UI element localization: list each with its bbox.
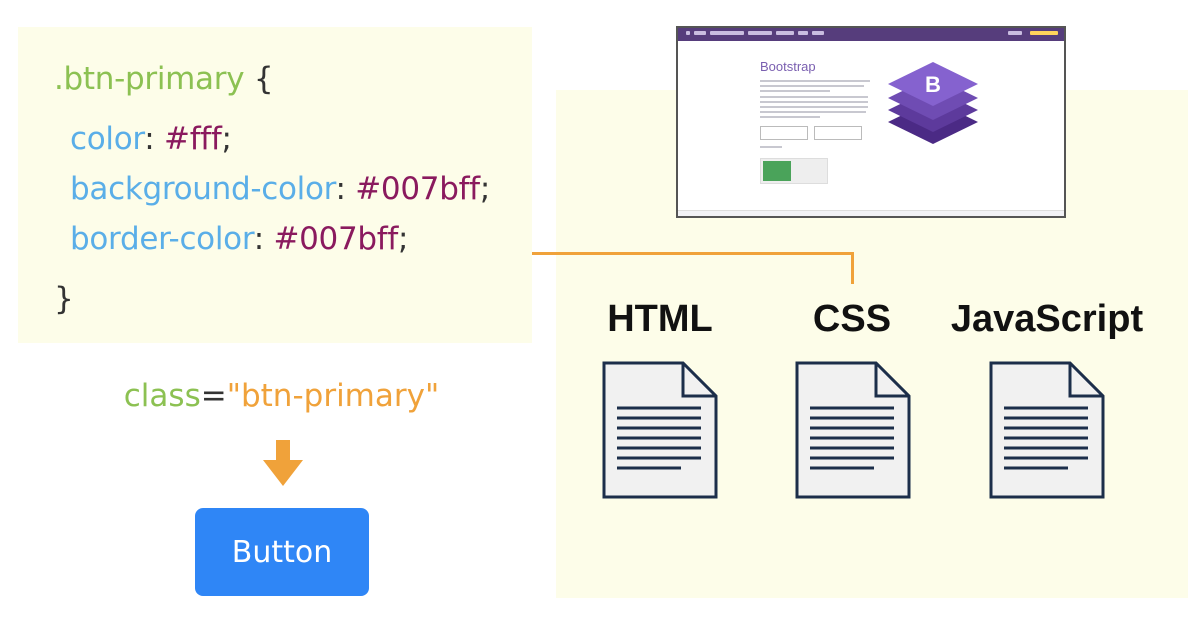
code-line-rule: color: #fff; [70,121,232,157]
code-line-selector: .btn-primary { [54,61,274,97]
class-value: "btn-primary" [226,378,440,414]
html-document-icon [602,361,718,499]
class-keyword: class [123,378,201,414]
code-line-rule: border-color: #007bff; [70,221,408,257]
file-label-javascript: JavaScript [950,298,1144,340]
site-download-button [814,126,862,140]
primary-button[interactable]: Button [195,508,369,596]
connector-line [532,252,854,255]
colon: : [253,221,264,257]
css-property: background-color [70,171,336,207]
site-get-started-button [760,126,808,140]
css-code-panel: .btn-primary { color: #fff; background-c… [18,27,532,343]
class-attribute: class="btn-primary" [0,378,563,414]
css-document-icon [795,361,911,499]
site-title: Bootstrap [760,59,816,74]
bootstrap-logo-icon: B [888,62,978,144]
css-property: color [70,121,145,157]
javascript-document-icon [989,361,1105,499]
code-line-rule: background-color: #007bff; [70,171,490,207]
connector-line-vertical [851,252,854,284]
colon: : [335,171,346,207]
logo-letter: B [925,72,941,97]
semicolon: ; [398,221,409,257]
colon: : [144,121,155,157]
css-property: border-color [70,221,254,257]
css-value: #fff [164,121,222,157]
css-value: #007bff [355,171,480,207]
css-selector: .btn-primary [54,61,245,97]
semicolon: ; [221,121,232,157]
semicolon: ; [479,171,490,207]
site-navbar [678,28,1064,41]
file-label-css: CSS [812,298,892,340]
equals-sign: = [200,378,227,414]
code-line-close: } [54,281,74,317]
file-label-html: HTML [607,298,713,340]
close-brace: } [54,281,74,317]
site-ad-block [760,158,828,184]
open-brace: { [253,61,274,97]
bootstrap-site-screenshot: Bootstrap B [676,26,1066,218]
css-value: #007bff [273,221,399,257]
arrow-down-icon [263,440,303,486]
